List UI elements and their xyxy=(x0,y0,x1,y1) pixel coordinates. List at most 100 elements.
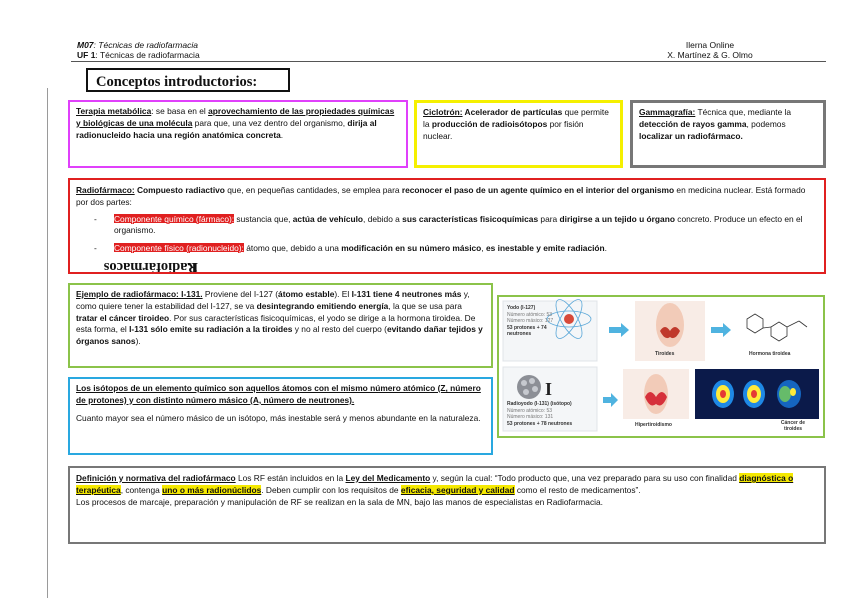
definicion-text-7: . Deben cumplir con los requisitos de xyxy=(261,484,401,495)
cf-text-3: , xyxy=(481,243,486,254)
hormona-label: Hormona tiroidea xyxy=(749,351,791,357)
ejemplo-text-1: Proviene del I-127 ( xyxy=(202,289,279,299)
cancer-label: Cáncer de tiroides xyxy=(780,420,806,432)
tiroides-label: Tiroides xyxy=(655,351,675,357)
course-code: M07 xyxy=(77,40,94,50)
cf-text-4: es inestable y emite radiación xyxy=(485,243,605,254)
sidebar-title: 1. Radiofármacos xyxy=(18,95,198,275)
ejemplo-text-5: y, como quiere tener la estabilidad del … xyxy=(76,289,470,311)
ejemplo-text-13: ). xyxy=(135,336,141,347)
yodo-label: Yodo (I-127) Número atómico: 53 Número m… xyxy=(507,305,567,338)
cf-text-5: . xyxy=(604,243,607,254)
authors-header: Ilerna Online X. Martínez & G. Olmo xyxy=(640,40,780,60)
radioyodo-label: Radioyodo (I-131) (isótopo) Número atómi… xyxy=(507,401,573,427)
radiofarmaco-text-1: Compuesto radiactivo xyxy=(134,185,225,195)
ciclotron-text-2: que permite la xyxy=(423,107,609,129)
ejemplo-text-7: , la que se usa para xyxy=(388,300,462,311)
gammagrafia-text-1: Técnica que, mediante la xyxy=(695,107,792,117)
atom-illustration xyxy=(546,299,592,339)
definicion-text-1: Los RF están incluidos en la xyxy=(235,473,346,483)
ejemplo-text-10: I-131 sólo emite su radiación a la tiroi… xyxy=(129,324,293,335)
nucleus-illustration: I xyxy=(517,375,552,399)
cq-text-7: concreto. Produce un efecto en el organi… xyxy=(114,213,803,236)
definicion-box: Definición y normativa del radiofármaco … xyxy=(68,466,826,544)
componente-quimico-label: Componente químico (fármaco): xyxy=(114,213,235,224)
ejemplo-box: Ejemplo de radiofármaco: I-131. Proviene… xyxy=(68,283,493,368)
ejemplo-text-8: tratar el cáncer tiroideo xyxy=(76,312,170,323)
cf-text-1: átomo que, debido a una xyxy=(243,243,342,254)
gammagrafia-term: Gammagrafía: xyxy=(639,107,696,117)
uf-code: UF 1 xyxy=(77,50,96,60)
terapia-text-5: . xyxy=(280,129,284,140)
gammagrafia-text-2: detección de rayos gamma xyxy=(639,118,747,129)
ciclotron-box: Ciclotrón: Acelerador de partículas que … xyxy=(414,100,623,168)
yodo-line-2: Número másico: 127 xyxy=(507,318,554,324)
terapia-text-1: : se basa en el xyxy=(151,106,209,116)
ejemplo-text-12: evitando dañar tejidos y órganos sanos xyxy=(76,324,483,347)
definicion-text-2: Ley del Medicamento xyxy=(345,473,431,483)
course-title: : Técnicas de radiofarmacia xyxy=(93,40,198,50)
cq-text-1: sustancia que, xyxy=(234,213,293,224)
ciclotron-text-3: producción de radioisótopos xyxy=(431,118,548,129)
ejemplo-term: Ejemplo de radiofármaco: I-131. xyxy=(76,289,203,299)
rad-line-1: Número atómico: 53 xyxy=(507,407,553,414)
radiofarmaco-term: Radiofármaco: xyxy=(76,185,135,195)
hipertiroidismo-label: Hipertiroidismo xyxy=(635,422,672,428)
definicion-text-9: como el resto de medicamentos”. xyxy=(514,484,641,495)
cf-text-2: modificación en su número másico xyxy=(341,243,482,254)
cq-text-2: actúa de vehículo xyxy=(292,213,364,224)
header-rule xyxy=(71,61,826,62)
definicion-term: Definición y normativa del radiofármaco xyxy=(76,473,236,483)
course-header: M07: Técnicas de radiofarmacia UF 1: Téc… xyxy=(77,40,377,60)
definicion-text-3: y, según la cual: “Todo producto que, un… xyxy=(430,473,740,483)
isotopos-box: Los isótopos de un elemento químico son … xyxy=(68,377,493,455)
ejemplo-text-2: átomo estable xyxy=(278,289,335,299)
cq-text-4: sus características fisicoquímicas xyxy=(402,213,539,224)
definicion-paragraph-2: Los procesos de marcaje, preparación y m… xyxy=(76,496,603,507)
yodo-line-1: Número atómico: 53 xyxy=(507,311,553,318)
ciclotron-text-1: Acelerador de partículas xyxy=(462,107,563,117)
radiofarmaco-figure: I Yodo (I-127) Número atómico: 53 Número… xyxy=(497,295,825,438)
terapia-text-3: para que, una vez dentro del organismo, xyxy=(192,117,348,128)
definicion-text-8: eficacia, seguridad y calidad xyxy=(400,484,515,495)
rad-line-3: 53 protones + 78 neutrones xyxy=(507,420,573,427)
org-name: Ilerna Online xyxy=(685,40,735,50)
gammagrafia-text-3: , podemos xyxy=(746,118,786,129)
definicion-text: Definición y normativa del radiofármaco … xyxy=(76,473,818,497)
terapia-box: Terapia metabólica: se basa en el aprove… xyxy=(68,100,408,168)
definicion-text-5: , contenga xyxy=(120,484,163,495)
terapia-text-2: aprovechamiento de las propiedades quími… xyxy=(76,106,395,128)
yodo-title: Yodo (I-127) xyxy=(507,305,536,311)
isotopos-definition: Los isótopos de un elemento químico son … xyxy=(76,383,481,405)
ejemplo-text-6: desintegrando emitiendo energía xyxy=(256,300,389,311)
ciclotron-text-4: por fisión nuclear. xyxy=(423,118,584,141)
sidebar-divider xyxy=(47,88,48,598)
ejemplo-text-4: I-131 tiene 4 neutrones más xyxy=(351,289,462,299)
isotopos-text: Cuanto mayor sea el número másico de un … xyxy=(76,412,481,423)
ejemplo-text-11: y no al resto del cuerpo ( xyxy=(292,324,387,335)
authors: X. Martínez & G. Olmo xyxy=(667,50,753,60)
uf-title: : Técnicas de radiofarmacia xyxy=(95,50,200,60)
list-item-componente-fisico: Componente físico (radionucleido): átomo… xyxy=(76,243,818,255)
nucleus-symbol: I xyxy=(545,379,552,399)
radiofarmaco-definition: Radiofármaco: Compuesto radiactivo que, … xyxy=(76,185,818,209)
gammagrafia-box: Gammagrafía: Técnica que, mediante la de… xyxy=(630,100,826,168)
radiofarmaco-box: Radiofármaco: Compuesto radiactivo que, … xyxy=(68,178,826,274)
definicion-text-6: uno o más radionúclidos xyxy=(162,484,262,495)
cq-text-5: para xyxy=(538,213,560,224)
ejemplo-text-3: ). El xyxy=(334,289,352,299)
figure-illustration: I xyxy=(502,299,819,432)
componente-fisico-label: Componente físico (radionucleido): xyxy=(114,243,244,254)
terapia-term: Terapia metabólica xyxy=(76,106,152,116)
rad-title: Radioyodo (I-131) (isótopo) xyxy=(507,401,572,407)
radiofarmaco-text-4: en medicina nuclear. Está formado por do… xyxy=(76,185,806,207)
hormone-molecule xyxy=(746,313,808,342)
yodo-line-3: 53 protones + 74 neutrones xyxy=(507,324,547,338)
page-title: Conceptos introductorios: xyxy=(86,68,290,92)
terapia-text-4: dirija al radionucleido hacia una región… xyxy=(76,117,377,140)
ejemplo-text-9: . Por sus características fisicoquímicas… xyxy=(76,312,476,335)
radiofarmaco-text-3: reconocer el paso de un agente químico e… xyxy=(401,185,675,195)
ciclotron-term: Ciclotrón: xyxy=(423,107,463,117)
list-item-componente-quimico: Componente químico (fármaco): sustancia … xyxy=(76,213,818,238)
gammagrafia-text-4: localizar un radiofármaco. xyxy=(639,130,743,141)
